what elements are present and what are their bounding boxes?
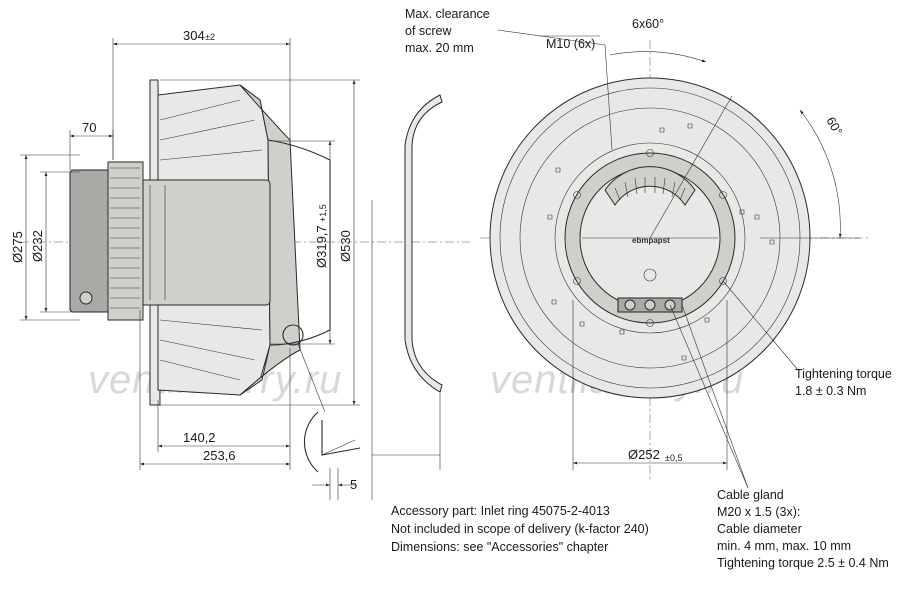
dim-d232: Ø232 xyxy=(30,230,45,262)
gland-line-4: min. 4 mm, max. 10 mm xyxy=(717,539,851,553)
cable-gland-side xyxy=(79,291,93,305)
front-view: ebmpapst Ø252 ±0,5 xyxy=(480,29,870,489)
dim-d319: Ø319,7 xyxy=(314,225,329,268)
inlet-ring-profile xyxy=(404,94,443,393)
dim-d252: Ø252 xyxy=(628,447,660,462)
gland-line-1: Cable gland xyxy=(717,488,784,502)
detail-marker xyxy=(282,324,304,346)
dim-304: 304 xyxy=(183,28,205,43)
gland-line-3: Cable diameter xyxy=(717,522,802,536)
angle-pattern-label: 6x60° xyxy=(632,17,664,31)
dim-d530: Ø530 xyxy=(338,230,353,262)
dim-304-tol: ±2 xyxy=(205,32,215,42)
gland-line-2: M20 x 1.5 (3x): xyxy=(717,505,800,519)
cooling-fins xyxy=(107,161,144,321)
clearance-line-3: max. 20 mm xyxy=(405,41,474,55)
dim-70: 70 xyxy=(82,120,96,135)
dim-253: 253,6 xyxy=(203,448,236,463)
inlet-ring-view xyxy=(371,94,443,500)
ground-symbol xyxy=(643,268,657,282)
inlet-note-2: Not included in scope of delivery (k-fac… xyxy=(391,522,649,536)
torque-line-1: Tightening torque xyxy=(795,367,892,381)
clearance-line-1: Max. clearance xyxy=(405,7,490,21)
screw-label: M10 (6x) xyxy=(546,37,595,51)
cooling-grid xyxy=(604,166,696,206)
angle-60-label: 60° xyxy=(823,115,845,138)
screw-hole xyxy=(573,191,581,199)
dim-d275: Ø275 xyxy=(10,231,25,263)
screw-hole xyxy=(573,277,581,285)
dim-5: 5 xyxy=(350,477,357,492)
screw-hole xyxy=(719,277,727,285)
clearance-line-2: of screw xyxy=(405,24,453,38)
torque-line-2: 1.8 ± 0.3 Nm xyxy=(795,384,866,398)
screw-hole xyxy=(646,319,654,327)
dim-d252-tol: ±0,5 xyxy=(665,453,682,463)
inlet-note-3: Dimensions: see "Accessories" chapter xyxy=(391,540,608,554)
side-view: 5 304 ±2 70 Ø275 Ø232 Ø319,7 +1,5 Ø530 xyxy=(10,28,470,500)
motor-housing xyxy=(139,179,271,306)
detail-view: 5 xyxy=(303,411,366,500)
brand-label: ebmpapst xyxy=(632,236,670,245)
dim-140: 140,2 xyxy=(183,430,216,445)
screw-hole xyxy=(719,191,727,199)
dim-d319-tol: +1,5 xyxy=(318,204,328,222)
gland-line-5: Tightening torque 2.5 ± 0.4 Nm xyxy=(717,556,889,570)
inlet-note-1: Accessory part: Inlet ring 45075-2-4013 xyxy=(391,504,610,518)
screw-hole xyxy=(646,149,654,157)
